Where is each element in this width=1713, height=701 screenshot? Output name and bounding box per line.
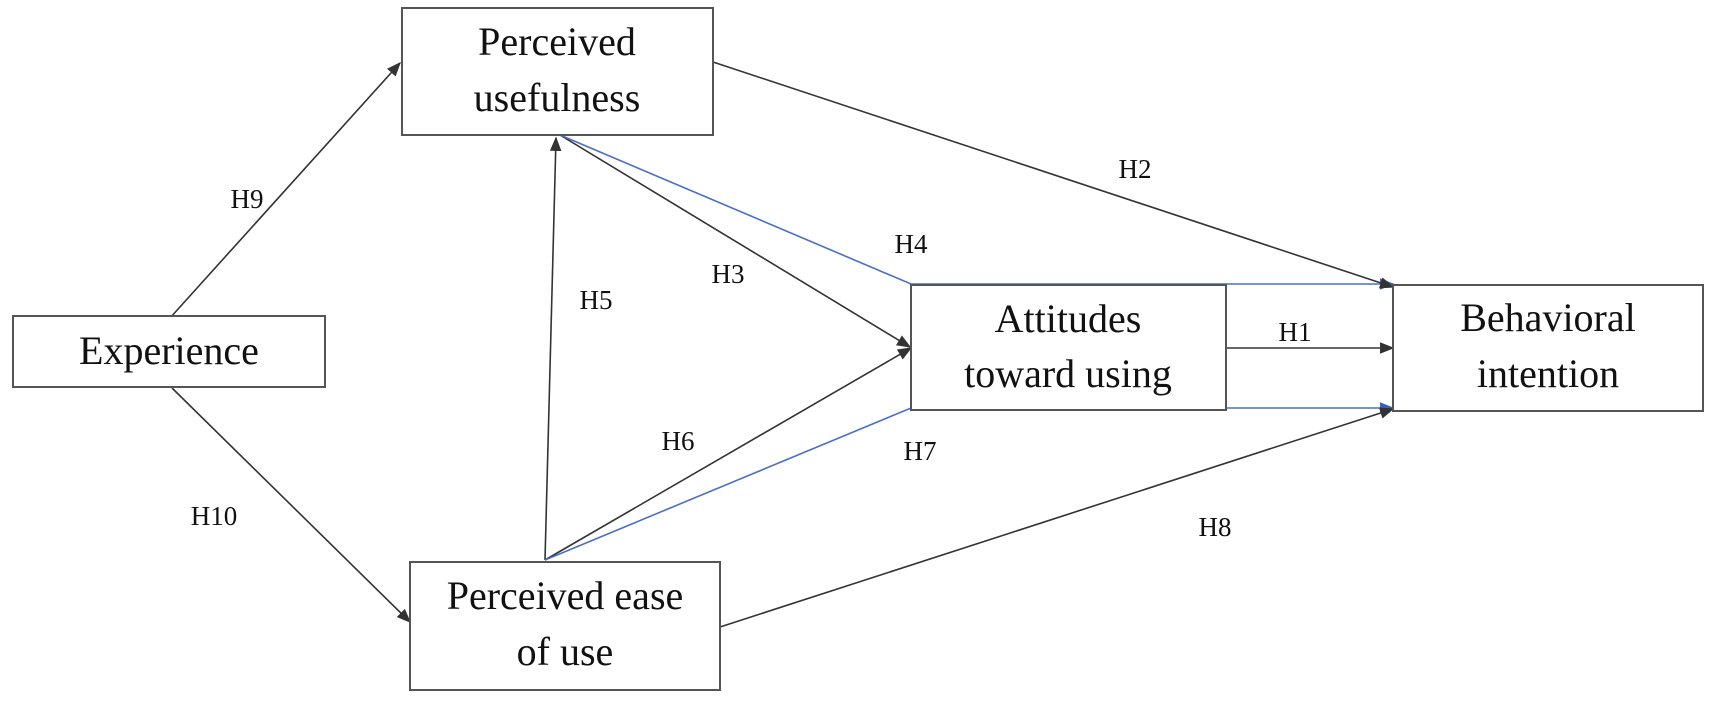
behavioral-intention-line-1: Behavioral: [1460, 295, 1636, 340]
edge-h10: [171, 387, 412, 624]
experience-box: [12, 315, 326, 388]
perceived-ease-of-use-line-2: of use: [517, 629, 614, 674]
label-h9: H9: [231, 184, 264, 214]
behavioral-intention-line-2: intention: [1477, 351, 1619, 396]
attitudes-toward-using-line-1: Attitudes: [995, 296, 1142, 341]
node-perceived-ease-of-use: Perceived ease of use: [409, 561, 721, 691]
label-h2: H2: [1119, 154, 1152, 184]
node-behavioral-intention: Behavioral intention: [1392, 284, 1704, 412]
experience-label: Experience: [79, 328, 259, 373]
label-h7: H7: [904, 436, 937, 466]
edge-h4: [559, 134, 1395, 290]
perceived-ease-of-use-line-1: Perceived ease: [447, 573, 684, 618]
edge-h5: [544, 136, 562, 561]
attitudes-toward-using-box: [910, 284, 1227, 411]
edge-h8: [719, 407, 1395, 628]
label-h6: H6: [662, 426, 695, 456]
behavioral-intention-box: [1392, 284, 1704, 412]
edge-h2: [712, 61, 1395, 289]
node-experience: Experience: [12, 315, 326, 388]
perceived-usefulness-box: [401, 7, 714, 136]
label-h1: H1: [1279, 317, 1312, 347]
perceived-usefulness-line-2: usefulness: [474, 75, 641, 120]
node-attitudes-toward-using: Attitudes toward using: [910, 284, 1227, 411]
label-h4: H4: [895, 229, 928, 259]
label-h8: H8: [1199, 512, 1232, 542]
label-h10: H10: [191, 501, 238, 531]
edge-h6: [544, 347, 913, 561]
attitudes-toward-using-line-2: toward using: [964, 351, 1172, 396]
perceived-ease-of-use-box: [409, 561, 721, 691]
edge-h3: [559, 134, 912, 348]
node-perceived-usefulness: Perceived usefulness: [401, 7, 714, 136]
label-h5: H5: [580, 285, 613, 315]
edge-labels: H9 H10 H5 H3 H4 H6 H7 H2 H8 H1: [191, 154, 1312, 542]
perceived-usefulness-line-1: Perceived: [478, 19, 636, 64]
label-h3: H3: [712, 259, 745, 289]
edge-h9: [169, 61, 401, 319]
